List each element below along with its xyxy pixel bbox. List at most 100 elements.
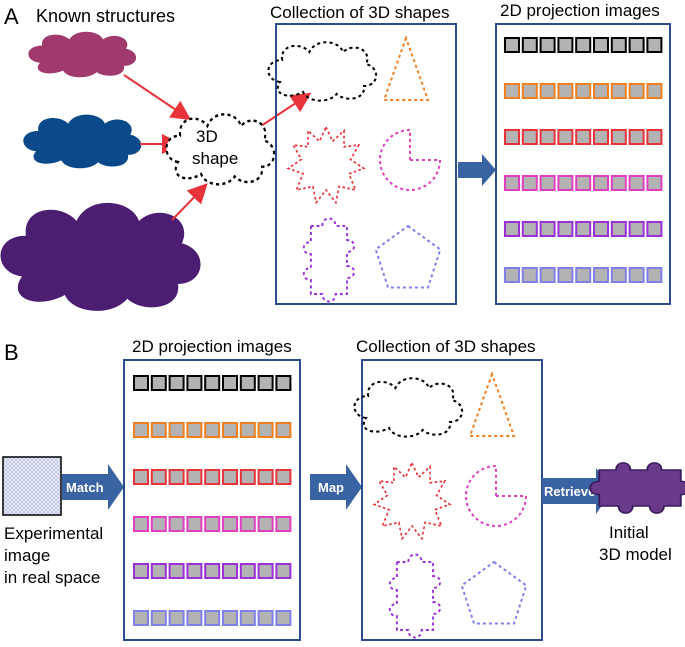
projection-tile xyxy=(593,129,609,145)
projection-tile xyxy=(133,516,149,532)
projection-tile xyxy=(539,175,556,191)
projection-tile xyxy=(646,267,663,283)
projection-tile xyxy=(186,516,203,532)
projection-tile xyxy=(150,469,167,485)
pacman-icon xyxy=(379,128,442,191)
projection-tile xyxy=(186,375,203,391)
projection-tile xyxy=(133,610,149,626)
projection-tile xyxy=(628,37,645,53)
projection-tile xyxy=(610,221,627,237)
projection-tile xyxy=(504,37,520,53)
projection-tile xyxy=(239,516,256,532)
collection-shapes-a xyxy=(267,35,442,303)
projection-tile xyxy=(239,469,256,485)
projection-tile xyxy=(610,37,627,53)
3d-shape-label-line2: shape xyxy=(192,149,238,168)
triangle-icon xyxy=(468,371,516,437)
projection-tile xyxy=(539,267,556,283)
projection-tile xyxy=(150,610,167,626)
projection-tile xyxy=(257,610,274,626)
3d-shape-label-line1: 3D xyxy=(196,127,218,146)
projection-tile xyxy=(150,422,167,438)
cloud-icon xyxy=(353,377,464,438)
projection-tile xyxy=(150,516,167,532)
projection-tile xyxy=(575,37,592,53)
projection-tile xyxy=(575,129,592,145)
projection-tile xyxy=(186,422,203,438)
projection-tile xyxy=(168,469,185,485)
projection-title-a: 2D projection images xyxy=(500,1,660,20)
projection-tile xyxy=(557,267,574,283)
projection-tile xyxy=(168,610,185,626)
projection-tile xyxy=(204,610,221,626)
projection-tile xyxy=(275,563,292,579)
projection-tile xyxy=(275,516,292,532)
projection-rows-a xyxy=(504,37,663,283)
projection-tile xyxy=(593,37,609,53)
collection-box-b xyxy=(361,359,543,641)
projection-tile xyxy=(275,610,292,626)
projection-tile xyxy=(575,267,592,283)
known-structure-blue-cloud-icon xyxy=(23,114,142,169)
projection-tile xyxy=(557,83,574,99)
projection-title-b: 2D projection images xyxy=(132,337,292,356)
projection-tile xyxy=(646,175,663,191)
match-label: Match xyxy=(66,480,104,495)
triangle-icon xyxy=(382,35,430,101)
projection-tile xyxy=(204,563,221,579)
projection-tile xyxy=(275,375,292,391)
projection-tile xyxy=(539,129,556,145)
puzzle-icon xyxy=(388,553,442,639)
projection-tile xyxy=(257,469,274,485)
projection-tile xyxy=(222,469,238,485)
collection-box-a xyxy=(275,23,457,305)
projection-tile xyxy=(275,469,292,485)
match-arrow xyxy=(62,464,124,510)
puzzle-icon xyxy=(302,217,356,303)
projection-tile xyxy=(239,610,256,626)
projection-tile xyxy=(539,37,556,53)
projection-tile xyxy=(575,83,592,99)
projection-tile xyxy=(204,469,221,485)
projection-tile xyxy=(186,469,203,485)
experimental-label-line2: image xyxy=(4,546,50,565)
projection-tile xyxy=(539,221,556,237)
map-arrow xyxy=(310,464,362,510)
projection-tile xyxy=(628,129,645,145)
projection-tile xyxy=(521,83,538,99)
collection-title-b: Collection of 3D shapes xyxy=(356,337,536,356)
map-label: Map xyxy=(318,480,344,495)
panel-a-label: A xyxy=(4,4,19,29)
experimental-image xyxy=(2,456,62,516)
projection-tile xyxy=(168,422,185,438)
projection-tile xyxy=(133,469,149,485)
projection-tile xyxy=(628,175,645,191)
projection-tile xyxy=(168,563,185,579)
pacman-icon xyxy=(465,464,528,527)
retrieve-label: Retrieve xyxy=(544,484,595,499)
projection-tile xyxy=(557,221,574,237)
projection-tile xyxy=(504,83,520,99)
projection-box-a xyxy=(495,23,671,305)
projection-tile xyxy=(593,83,609,99)
projection-tile xyxy=(239,563,256,579)
projection-tile xyxy=(133,422,149,438)
star-icon xyxy=(373,462,451,540)
projection-tile xyxy=(610,267,627,283)
projection-tile xyxy=(557,175,574,191)
pentagon-icon xyxy=(460,560,528,625)
star-icon xyxy=(287,126,365,204)
projection-tile xyxy=(204,375,221,391)
projection-tile xyxy=(646,129,663,145)
projection-tile xyxy=(539,83,556,99)
initial-3d-model-puzzle-icon xyxy=(589,461,685,515)
projection-tile xyxy=(521,221,538,237)
projection-tile xyxy=(275,422,292,438)
projection-tile xyxy=(628,221,645,237)
initial-label-line2: 3D model xyxy=(599,545,672,564)
projection-tile xyxy=(204,422,221,438)
projection-tile xyxy=(575,221,592,237)
projection-tile xyxy=(504,129,520,145)
projection-tile xyxy=(186,610,203,626)
